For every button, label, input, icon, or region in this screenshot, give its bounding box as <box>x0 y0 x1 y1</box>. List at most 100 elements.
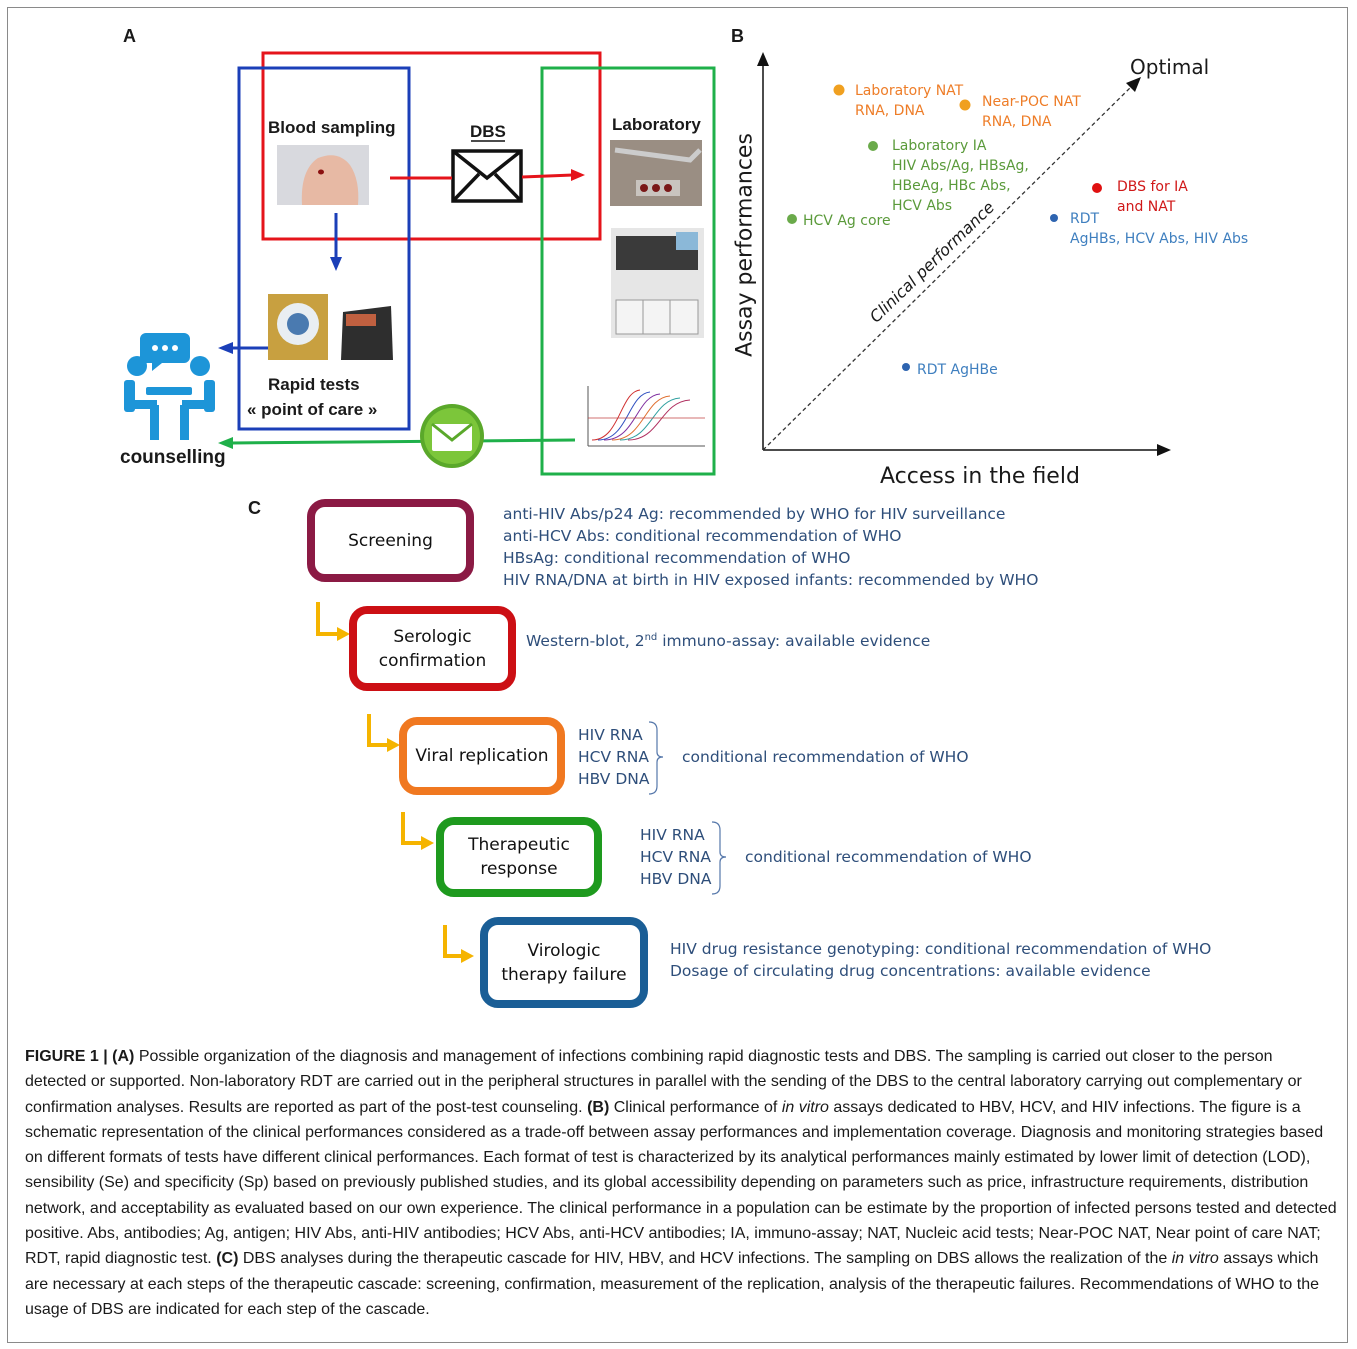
dbs-ia-nat-label: DBS for IA and NAT <box>1117 177 1188 217</box>
email-icon <box>420 404 484 468</box>
therapeutic-recommendation: conditional recommendation of WHO <box>745 848 1032 866</box>
report-arrowhead <box>218 437 233 449</box>
caption-in-vitro-2: in vitro <box>1171 1250 1219 1268</box>
lab-tools-photo <box>610 140 702 206</box>
blood-sampling-label: Blood sampling <box>268 118 396 137</box>
rdt-label: RDT AgHBs, HCV Abs, HIV Abs <box>1070 209 1248 249</box>
screening-rec-4: HIV RNA/DNA at birth in HIV exposed infa… <box>503 571 1039 589</box>
near-poc-line1: Near-POC NAT <box>982 94 1081 110</box>
serologic-rec-sup: nd <box>644 632 658 643</box>
sampling-box <box>261 51 602 241</box>
rapid-test-photo <box>268 294 328 360</box>
cascade-arrows <box>316 602 474 963</box>
serologic-rec-post: immuno-assay: available evidence <box>657 632 931 651</box>
viral-test-3: HBV DNA <box>578 770 650 788</box>
lab-nat-line1: Laboratory NAT <box>855 83 964 99</box>
caption-label: FIGURE 1 | (A) <box>25 1048 135 1065</box>
figure-frame <box>7 7 1348 1343</box>
virologic-title-1: Virologic <box>527 940 601 961</box>
step-virologic-failure: Virologic therapy failure <box>480 917 648 1008</box>
near-poc-label: Near-POC NAT RNA, DNA <box>982 92 1081 132</box>
down-arrowhead <box>330 257 342 271</box>
screening-rec-3: HBsAg: conditional recommendation of WHO <box>503 549 851 567</box>
viral-replication-recommendation: conditional recommendation of WHO <box>682 748 969 766</box>
lab-ia-line1: Laboratory IA <box>892 138 987 154</box>
therapeutic-test-3: HBV DNA <box>640 870 712 888</box>
serologic-rec-pre: Western-blot, 2 <box>526 632 645 651</box>
panel-b-label: B <box>731 26 744 46</box>
viral-test-1: HIV RNA <box>578 726 643 744</box>
caption-c-text1: DBS analyses during the therapeutic casc… <box>238 1250 1172 1268</box>
analyzer-photo <box>611 228 704 338</box>
virologic-title-2: therapy failure <box>501 964 627 985</box>
step-serologic-confirmation: Serologic confirmation <box>349 606 516 691</box>
finger-photo <box>277 145 369 205</box>
point-laboratory-ia <box>868 141 878 151</box>
x-axis-label: Access in the field <box>880 464 1080 489</box>
caption-in-vitro: in vitro <box>781 1098 829 1116</box>
serologic-title-2: confirmation <box>378 650 487 671</box>
pcr-curves-photo <box>577 376 707 451</box>
therapeutic-bracket <box>711 821 727 895</box>
point-rdt <box>1050 214 1058 222</box>
viral-replication-title: Viral replication <box>415 746 549 766</box>
optimal-label: Optimal <box>1130 55 1210 79</box>
point-dbs <box>1092 183 1102 193</box>
rdt-line1: RDT <box>1070 211 1100 227</box>
hcv-core-label: HCV Ag core <box>803 213 891 229</box>
panel-a-label: A <box>123 26 136 46</box>
rapid-tests-label: Rapid tests <box>268 375 360 394</box>
caption-c-label: (C) <box>216 1250 239 1268</box>
screening-recommendations: anti-HIV Abs/p24 Ag: recommended by WHO … <box>503 503 1038 591</box>
caption-b-label: (B) <box>587 1098 610 1116</box>
dbs-arrowhead <box>571 169 585 181</box>
serologic-recommendation: Western-blot, 2nd immuno-assay: availabl… <box>526 627 930 652</box>
therapeutic-test-1: HIV RNA <box>640 826 705 844</box>
lab-nat-line2: RNA, DNA <box>855 103 925 119</box>
counselling-icon <box>124 333 215 440</box>
point-of-care-label: « point of care » <box>247 400 378 419</box>
step-therapeutic-response: Therapeutic response <box>436 817 602 897</box>
laboratory-label: Laboratory <box>612 115 701 134</box>
virologic-rec-2: Dosage of circulating drug concentration… <box>670 962 1151 980</box>
reader-device-photo <box>333 294 399 360</box>
screening-rec-2: anti-HCV Abs: conditional recommendation… <box>503 527 902 545</box>
screening-rec-1: anti-HIV Abs/p24 Ag: recommended by WHO … <box>503 505 1006 523</box>
figure-caption: FIGURE 1 | (A) Possible organization of … <box>25 1044 1337 1322</box>
panel-a-diagram <box>124 51 716 476</box>
therapeutic-title-1: Therapeutic <box>468 835 570 855</box>
laboratory-box <box>540 66 716 476</box>
viral-test-2: HCV RNA <box>578 748 649 766</box>
near-poc-line2: RNA, DNA <box>982 114 1052 130</box>
caption-a-text: Possible organization of the diagnosis a… <box>25 1048 1302 1116</box>
point-of-care-box <box>237 66 411 431</box>
lab-ia-line4: HCV Abs <box>892 198 953 214</box>
lab-nat-label: Laboratory NAT RNA, DNA <box>855 81 963 121</box>
rdt-aghbe-label: RDT AgHBe <box>917 362 998 378</box>
step-screening-title: Screening <box>348 530 433 551</box>
point-near-poc-nat <box>959 99 971 111</box>
lab-ia-line3: HBeAg, HBc Abs, <box>892 178 1011 194</box>
caption-b-text2: assays dedicated to HBV, HCV, and HIV in… <box>25 1098 1337 1268</box>
viral-bracket <box>648 721 664 795</box>
therapeutic-test-2: HCV RNA <box>640 848 711 866</box>
viral-replication-tests: HIV RNA HCV RNA HBV DNA <box>578 724 649 790</box>
lab-ia-label: Laboratory IA HIV Abs/Ag, HBsAg, HBeAg, … <box>892 136 1029 216</box>
virologic-recommendations: HIV drug resistance genotyping: conditio… <box>670 938 1211 982</box>
caption-c-text2: assays which are necessary at each steps… <box>25 1250 1320 1318</box>
lab-ia-line2: HIV Abs/Ag, HBsAg, <box>892 158 1029 174</box>
results-arrowhead <box>218 342 233 354</box>
point-rdt-aghbe <box>902 363 910 371</box>
point-laboratory-nat <box>833 84 845 96</box>
dbs-ia-line2: and NAT <box>1117 199 1176 215</box>
serologic-title-1: Serologic <box>393 626 472 647</box>
therapeutic-title-2: response <box>480 859 558 879</box>
panel-c-label: C <box>248 498 261 518</box>
y-axis-label: Assay performances <box>732 133 758 357</box>
dbs-label: DBS <box>470 122 506 141</box>
point-hcv-ag-core <box>787 214 797 224</box>
therapeutic-tests: HIV RNA HCV RNA HBV DNA <box>640 824 711 890</box>
clinical-performance-diagonal <box>762 85 1133 451</box>
dbs-ia-line1: DBS for IA <box>1117 179 1188 195</box>
envelope-icon <box>451 149 523 203</box>
